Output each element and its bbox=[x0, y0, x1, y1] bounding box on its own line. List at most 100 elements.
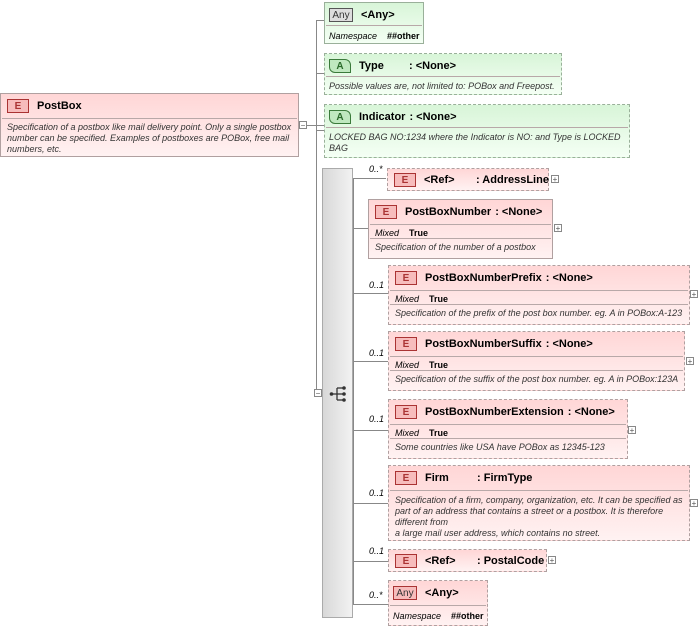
divider bbox=[326, 127, 628, 128]
namespace-property: Namespace##other bbox=[393, 611, 484, 621]
expand-icon[interactable]: + bbox=[554, 224, 562, 233]
expand-icon[interactable]: + bbox=[690, 499, 698, 508]
connector-child bbox=[353, 561, 388, 562]
attribute-badge-icon: A bbox=[329, 59, 351, 73]
collapse-toggle-icon[interactable]: − bbox=[314, 389, 322, 398]
property-label: Namespace bbox=[329, 31, 378, 41]
property-label: Mixed bbox=[395, 360, 420, 370]
element-name: Firm bbox=[425, 472, 449, 484]
attribute-type[interactable]: A Type : <None> Possible values are, not… bbox=[324, 53, 562, 95]
child-element-addressline[interactable]: E <Ref> : AddressLine bbox=[387, 168, 549, 191]
namespace-property: Namespace ##other bbox=[329, 31, 420, 41]
property-label: Namespace bbox=[393, 611, 442, 621]
element-badge-icon: E bbox=[395, 405, 417, 419]
element-badge-icon: E bbox=[395, 271, 417, 285]
mixed-property: Mixed True bbox=[395, 294, 448, 304]
element-doc: Specification of the prefix of the post … bbox=[395, 308, 683, 318]
attribute-any[interactable]: Any <Any> Namespace ##other bbox=[324, 2, 424, 44]
sequence-compositor[interactable] bbox=[322, 168, 353, 618]
sequence-icon bbox=[329, 386, 346, 402]
connector-child bbox=[353, 361, 388, 362]
connector-child bbox=[353, 430, 388, 431]
child-element-postboxnumberextension[interactable]: E PostBoxNumberExtension : <None> Mixed T… bbox=[388, 399, 628, 459]
element-badge-icon: E bbox=[394, 173, 416, 187]
element-doc: Specification of a postbox like mail del… bbox=[7, 122, 292, 154]
attribute-name: <Any> bbox=[361, 9, 395, 21]
expand-icon[interactable]: + bbox=[690, 290, 698, 299]
property-value: True bbox=[429, 294, 449, 304]
attribute-type-value: : <None> bbox=[409, 60, 457, 72]
connector-child bbox=[353, 293, 388, 294]
element-name: PostBox bbox=[37, 100, 82, 112]
connector-child bbox=[353, 503, 388, 504]
property-value: True bbox=[429, 360, 449, 370]
connector-root-attrs bbox=[299, 125, 324, 126]
property-label: Mixed bbox=[375, 228, 400, 238]
cardinality: 0..1 bbox=[369, 414, 385, 424]
connector-attr-type bbox=[316, 73, 324, 74]
divider bbox=[2, 118, 297, 119]
expand-icon[interactable]: + bbox=[551, 175, 559, 184]
attribute-type-value: : <None> bbox=[409, 111, 457, 123]
expand-icon[interactable]: + bbox=[686, 357, 694, 366]
element-name: PostBoxNumberExtension bbox=[425, 406, 564, 418]
cardinality: 0..* bbox=[369, 164, 383, 174]
connector-child bbox=[353, 178, 386, 179]
element-name: <Ref> bbox=[424, 174, 455, 186]
element-type: : <None> bbox=[567, 406, 615, 418]
attribute-name: Indicator bbox=[359, 111, 406, 123]
child-any[interactable]: Any <Any> Namespace##other bbox=[388, 580, 488, 626]
child-element-postalcode[interactable]: E <Ref> : PostalCode bbox=[388, 549, 547, 572]
element-name: PostBoxNumberSuffix bbox=[425, 338, 542, 350]
mixed-property: Mixed True bbox=[395, 360, 448, 370]
element-badge-icon: E bbox=[395, 337, 417, 351]
element-type: : <None> bbox=[545, 272, 593, 284]
attribute-doc: Possible values are, not limited to: POB… bbox=[329, 81, 555, 91]
connector-attr-indicator bbox=[316, 130, 324, 131]
element-doc: Specification of a firm, company, organi… bbox=[395, 495, 683, 538]
connector-child bbox=[353, 228, 368, 229]
element-badge-icon: E bbox=[395, 554, 417, 568]
element-type: : <None> bbox=[495, 206, 543, 218]
property-value: True bbox=[429, 428, 449, 438]
divider bbox=[390, 438, 626, 439]
element-doc: Specification of the number of a postbox bbox=[375, 242, 536, 252]
property-value: True bbox=[409, 228, 429, 238]
property-label: Mixed bbox=[395, 294, 420, 304]
connector-trunk bbox=[316, 20, 317, 393]
any-badge-icon: Any bbox=[393, 586, 417, 600]
attribute-badge-icon: A bbox=[329, 110, 351, 124]
divider bbox=[326, 25, 422, 26]
divider bbox=[390, 605, 486, 606]
any-badge-icon: Any bbox=[329, 8, 353, 22]
attribute-doc: LOCKED BAG NO:1234 where the Indicator i… bbox=[329, 132, 621, 153]
element-badge-icon: E bbox=[395, 471, 417, 485]
element-type: : FirmType bbox=[477, 472, 533, 484]
attribute-name: Type bbox=[359, 60, 384, 72]
divider bbox=[326, 76, 560, 77]
attribute-indicator[interactable]: A Indicator : <None> LOCKED BAG NO:1234 … bbox=[324, 104, 630, 158]
expand-icon[interactable]: + bbox=[628, 426, 636, 435]
collapse-toggle-icon[interactable]: − bbox=[299, 121, 307, 130]
divider bbox=[390, 304, 688, 305]
element-doc: Some countries like USA have POBox as 12… bbox=[395, 442, 605, 452]
cardinality: 0..1 bbox=[369, 488, 385, 498]
connector-attr-any bbox=[316, 20, 324, 21]
element-name: PostBoxNumber bbox=[405, 206, 492, 218]
property-value: ##other bbox=[387, 31, 420, 41]
expand-icon[interactable]: + bbox=[548, 556, 556, 565]
cardinality: 0..* bbox=[369, 590, 383, 600]
mixed-property: Mixed True bbox=[395, 428, 448, 438]
element-type: : AddressLine bbox=[476, 174, 549, 186]
divider bbox=[390, 490, 688, 491]
element-doc: Specification of the suffix of the post … bbox=[395, 374, 679, 384]
property-label: Mixed bbox=[395, 428, 420, 438]
child-element-firm[interactable]: E Firm : FirmType Specification of a fir… bbox=[388, 465, 690, 541]
divider bbox=[390, 424, 626, 425]
connector-child bbox=[353, 604, 388, 605]
root-element-postbox[interactable]: E PostBox Specification of a postbox lik… bbox=[0, 93, 299, 157]
connector-children-trunk bbox=[353, 178, 354, 605]
